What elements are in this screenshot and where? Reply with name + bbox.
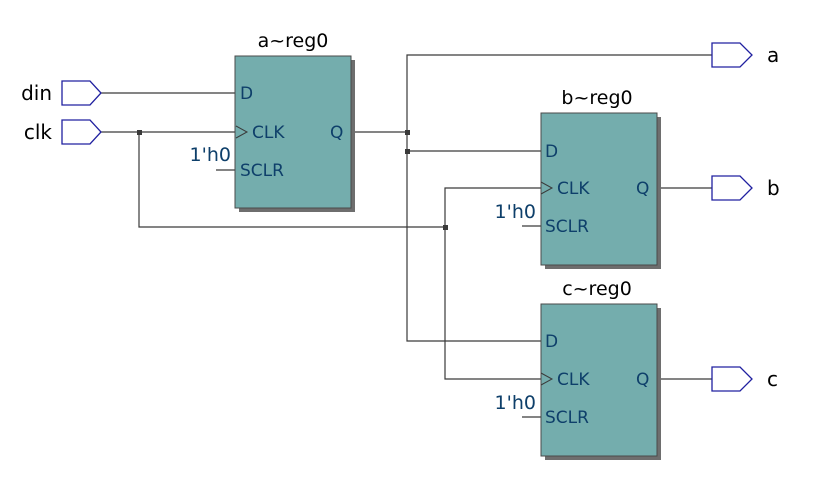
- register-c-clk-triangle: [540, 372, 554, 386]
- output-port-c-label: c: [767, 367, 778, 391]
- output-port-a-label: a: [767, 43, 779, 67]
- register-b-pin-clk: CLK: [557, 179, 590, 199]
- register-b-body: [540, 112, 658, 266]
- junction-clk-bc: [443, 225, 448, 230]
- register-c[interactable]: c~reg0 D CLK SCLR Q 1'h0: [495, 278, 661, 460]
- register-a-pin-sclr: SCLR: [240, 161, 284, 181]
- register-b-sclr-constant: 1'h0: [495, 201, 536, 223]
- register-b-pin-q: Q: [636, 179, 649, 199]
- register-a-pin-clk: CLK: [252, 123, 285, 143]
- register-c-pin-clk: CLK: [557, 370, 590, 390]
- register-c-body: [540, 303, 658, 457]
- register-c-pin-q: Q: [636, 370, 649, 390]
- input-port-din[interactable]: din: [21, 80, 102, 106]
- register-a-body: [234, 55, 352, 209]
- register-a-clk-triangle: [235, 125, 249, 139]
- register-c-pin-sclr: SCLR: [545, 408, 589, 428]
- wire-out-a: [406, 54, 712, 151]
- output-port-b[interactable]: b: [711, 175, 780, 201]
- output-port-b-label: b: [767, 176, 780, 200]
- register-c-title: c~reg0: [562, 278, 632, 300]
- register-b-pin-sclr: SCLR: [545, 217, 589, 237]
- output-port-c[interactable]: c: [711, 366, 778, 392]
- register-a[interactable]: a~reg0 D CLK SCLR Q 1'h0: [190, 30, 355, 212]
- register-b-title: b~reg0: [561, 87, 632, 109]
- junction-d-bc: [405, 149, 410, 154]
- wire-clk-c: [444, 227, 541, 380]
- register-a-pin-d: D: [240, 84, 253, 104]
- input-port-din-label: din: [21, 81, 52, 105]
- wire-clk-trunk: [138, 132, 445, 228]
- output-port-a[interactable]: a: [711, 42, 779, 68]
- register-a-pin-q: Q: [330, 123, 343, 143]
- register-a-title: a~reg0: [258, 30, 329, 52]
- register-a-sclr-constant: 1'h0: [190, 144, 231, 166]
- register-b-clk-triangle: [540, 181, 554, 195]
- register-c-pin-d: D: [545, 332, 558, 352]
- junction-q-a: [405, 130, 410, 135]
- input-port-clk-label: clk: [24, 120, 53, 144]
- input-port-clk[interactable]: clk: [24, 119, 102, 145]
- junctions: [137, 130, 448, 230]
- junction-clk: [137, 130, 142, 135]
- wire-d-c: [406, 151, 541, 342]
- register-b[interactable]: b~reg0 D CLK SCLR Q 1'h0: [495, 87, 661, 269]
- wire-clk-b: [444, 187, 541, 227]
- register-c-sclr-constant: 1'h0: [495, 392, 536, 414]
- wires: [101, 54, 712, 418]
- register-b-pin-d: D: [545, 142, 558, 162]
